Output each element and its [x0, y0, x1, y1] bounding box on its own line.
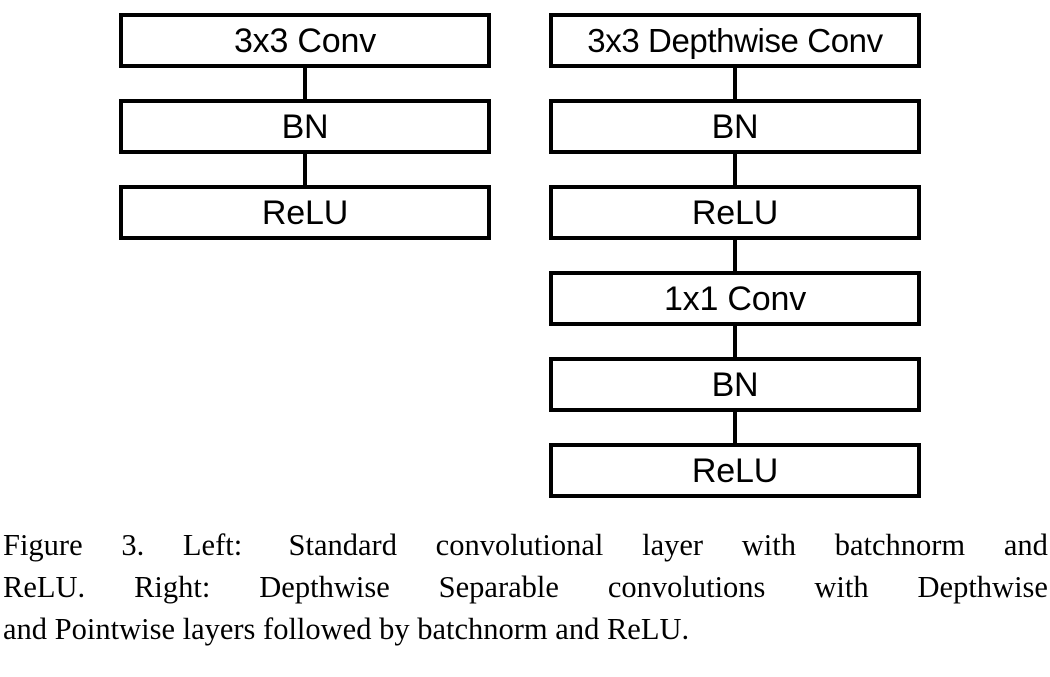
block-bn-pointwise: BN — [549, 326, 921, 412]
block-label: BN — [711, 365, 759, 404]
block-label: 3x3 Conv — [233, 21, 377, 60]
caption-line: ReLU. Right: Depthwise Separable convolution… — [3, 566, 1048, 608]
caption-word: ReLU. — [3, 570, 86, 604]
caption-line: and Pointwise layers followed by batchno… — [3, 612, 690, 646]
block-3x3-conv: 3x3 Conv — [119, 13, 491, 68]
caption-line: Figure 3. Left: Standard convolutional layer… — [3, 524, 1048, 566]
block-label: ReLU — [691, 451, 779, 490]
caption-word: Depthwise — [259, 570, 390, 604]
caption-word: Separable — [438, 570, 559, 604]
caption-word: 3. — [121, 528, 145, 562]
block-3x3-depthwise-conv: 3x3 Depthwise Conv — [549, 13, 921, 68]
block-label: ReLU — [691, 193, 779, 232]
block-bn: BN — [119, 68, 491, 154]
caption-word: Left: — [182, 528, 243, 562]
caption-word: with — [741, 528, 796, 562]
caption-word: batchnorm — [834, 528, 966, 562]
block-label: BN — [281, 107, 329, 146]
caption-word: and — [1003, 528, 1048, 562]
diagram-column-standard-conv: 3x3 Conv BN ReLU — [119, 13, 491, 240]
block-label: 3x3 Depthwise Conv — [587, 21, 883, 59]
block-bn-depthwise: BN — [549, 68, 921, 154]
block-label: BN — [711, 107, 759, 146]
block-relu: ReLU — [119, 154, 491, 240]
caption-word: with — [814, 570, 869, 604]
block-label: ReLU — [261, 193, 349, 232]
caption-word: convolutions — [607, 570, 766, 604]
caption-word: Right: — [134, 570, 211, 604]
block-1x1-conv: 1x1 Conv — [549, 240, 921, 326]
diagram-column-depthwise-separable-conv: 3x3 Depthwise Conv BN ReLU 1x1 Conv BN R… — [549, 13, 921, 498]
block-relu-pointwise: ReLU — [549, 412, 921, 498]
caption-word: Figure — [3, 528, 83, 562]
block-label: 1x1 Conv — [663, 279, 807, 318]
block-relu-depthwise: ReLU — [549, 154, 921, 240]
caption-word: Depthwise — [917, 570, 1048, 604]
caption-word: convolutional — [435, 528, 604, 562]
caption-word: layer — [642, 528, 704, 562]
figure-caption: Figure 3. Left: Standard convolutional layer… — [3, 524, 1048, 650]
caption-word: Standard — [280, 528, 397, 562]
